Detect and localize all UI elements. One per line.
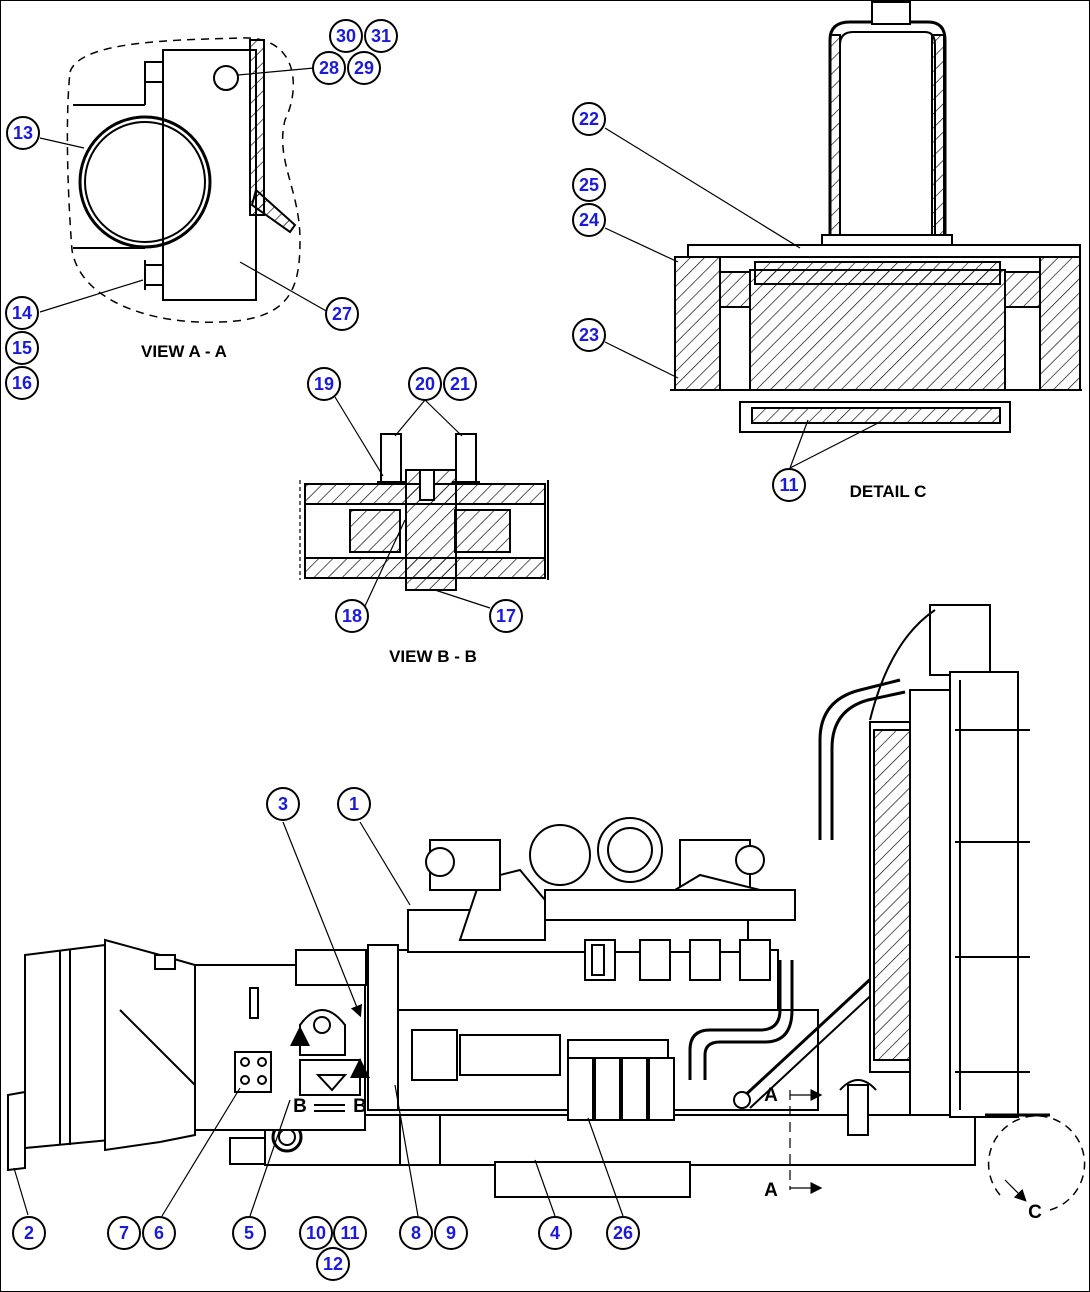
callout-15[interactable]: 15 [5, 331, 39, 365]
svg-text:19: 19 [314, 374, 334, 394]
svg-text:22: 22 [579, 109, 599, 129]
callout-3[interactable]: 3 [266, 787, 300, 821]
svg-text:17: 17 [496, 606, 516, 626]
section-mark-a-bottom: A [764, 1180, 778, 1201]
view-bb-drawing [299, 396, 549, 609]
svg-text:12: 12 [323, 1254, 343, 1274]
callout-30[interactable]: 30 [329, 19, 363, 53]
svg-text:4: 4 [550, 1223, 560, 1243]
callout-29[interactable]: 29 [347, 51, 381, 85]
svg-text:3: 3 [278, 794, 288, 814]
svg-text:21: 21 [450, 374, 470, 394]
svg-text:11: 11 [340, 1223, 359, 1243]
svg-text:8: 8 [411, 1223, 421, 1243]
svg-text:5: 5 [244, 1223, 254, 1243]
callout-9[interactable]: 9 [434, 1216, 468, 1250]
callout-23[interactable]: 23 [572, 318, 606, 352]
callout-12[interactable]: 12 [316, 1247, 350, 1281]
detail-c-drawing [604, 1, 1082, 469]
svg-text:20: 20 [415, 374, 435, 394]
svg-text:30: 30 [336, 26, 356, 46]
callout-17[interactable]: 17 [489, 599, 523, 633]
callout-21[interactable]: 21 [443, 367, 477, 401]
callout-11[interactable]: 11 [333, 1216, 367, 1250]
callout-1[interactable]: 1 [337, 787, 371, 821]
svg-text:23: 23 [579, 325, 599, 345]
callout-28[interactable]: 28 [312, 51, 346, 85]
section-mark-b-left: B [293, 1096, 307, 1117]
svg-text:13: 13 [13, 123, 33, 143]
section-mark-b-right: B [353, 1096, 367, 1117]
svg-text:14: 14 [12, 303, 32, 323]
callout-11-detail[interactable]: 11 [772, 468, 806, 502]
svg-text:7: 7 [119, 1223, 129, 1243]
svg-text:16: 16 [12, 373, 32, 393]
caption-view-aa: VIEW A - A [141, 342, 227, 361]
svg-text:10: 10 [306, 1223, 326, 1243]
callout-18[interactable]: 18 [335, 599, 369, 633]
svg-text:6: 6 [154, 1223, 164, 1243]
svg-text:11: 11 [779, 475, 798, 495]
view-aa-drawing [39, 37, 329, 323]
callout-7[interactable]: 7 [107, 1216, 141, 1250]
svg-text:25: 25 [579, 175, 599, 195]
callout-6[interactable]: 6 [142, 1216, 176, 1250]
generator-set-drawing [7, 604, 1086, 1217]
svg-text:26: 26 [613, 1223, 633, 1243]
svg-text:15: 15 [12, 338, 32, 358]
callout-22[interactable]: 22 [572, 102, 606, 136]
svg-text:28: 28 [319, 58, 339, 78]
callout-27[interactable]: 27 [325, 297, 359, 331]
svg-text:29: 29 [354, 58, 374, 78]
callout-26[interactable]: 26 [606, 1216, 640, 1250]
section-mark-a-top: A [764, 1085, 778, 1106]
svg-text:1: 1 [349, 794, 359, 814]
callout-24[interactable]: 24 [572, 203, 606, 237]
callout-8[interactable]: 8 [399, 1216, 433, 1250]
callout-4[interactable]: 4 [538, 1216, 572, 1250]
callout-16[interactable]: 16 [5, 366, 39, 400]
svg-text:24: 24 [579, 210, 599, 230]
section-mark-c: C [1028, 1202, 1042, 1223]
svg-text:31: 31 [371, 26, 391, 46]
callout-14[interactable]: 14 [5, 296, 39, 330]
svg-text:18: 18 [342, 606, 362, 626]
callout-10[interactable]: 10 [299, 1216, 333, 1250]
svg-text:27: 27 [332, 304, 352, 324]
caption-view-bb: VIEW B - B [389, 647, 477, 666]
callout-20[interactable]: 20 [408, 367, 442, 401]
callout-19[interactable]: 19 [307, 367, 341, 401]
callout-2[interactable]: 2 [12, 1216, 46, 1250]
callout-13[interactable]: 13 [6, 116, 40, 150]
caption-detail-c: DETAIL C [850, 482, 927, 501]
svg-text:9: 9 [446, 1223, 456, 1243]
svg-text:2: 2 [24, 1223, 34, 1243]
callout-31[interactable]: 31 [364, 19, 398, 53]
callout-5[interactable]: 5 [232, 1216, 266, 1250]
callout-25[interactable]: 25 [572, 168, 606, 202]
